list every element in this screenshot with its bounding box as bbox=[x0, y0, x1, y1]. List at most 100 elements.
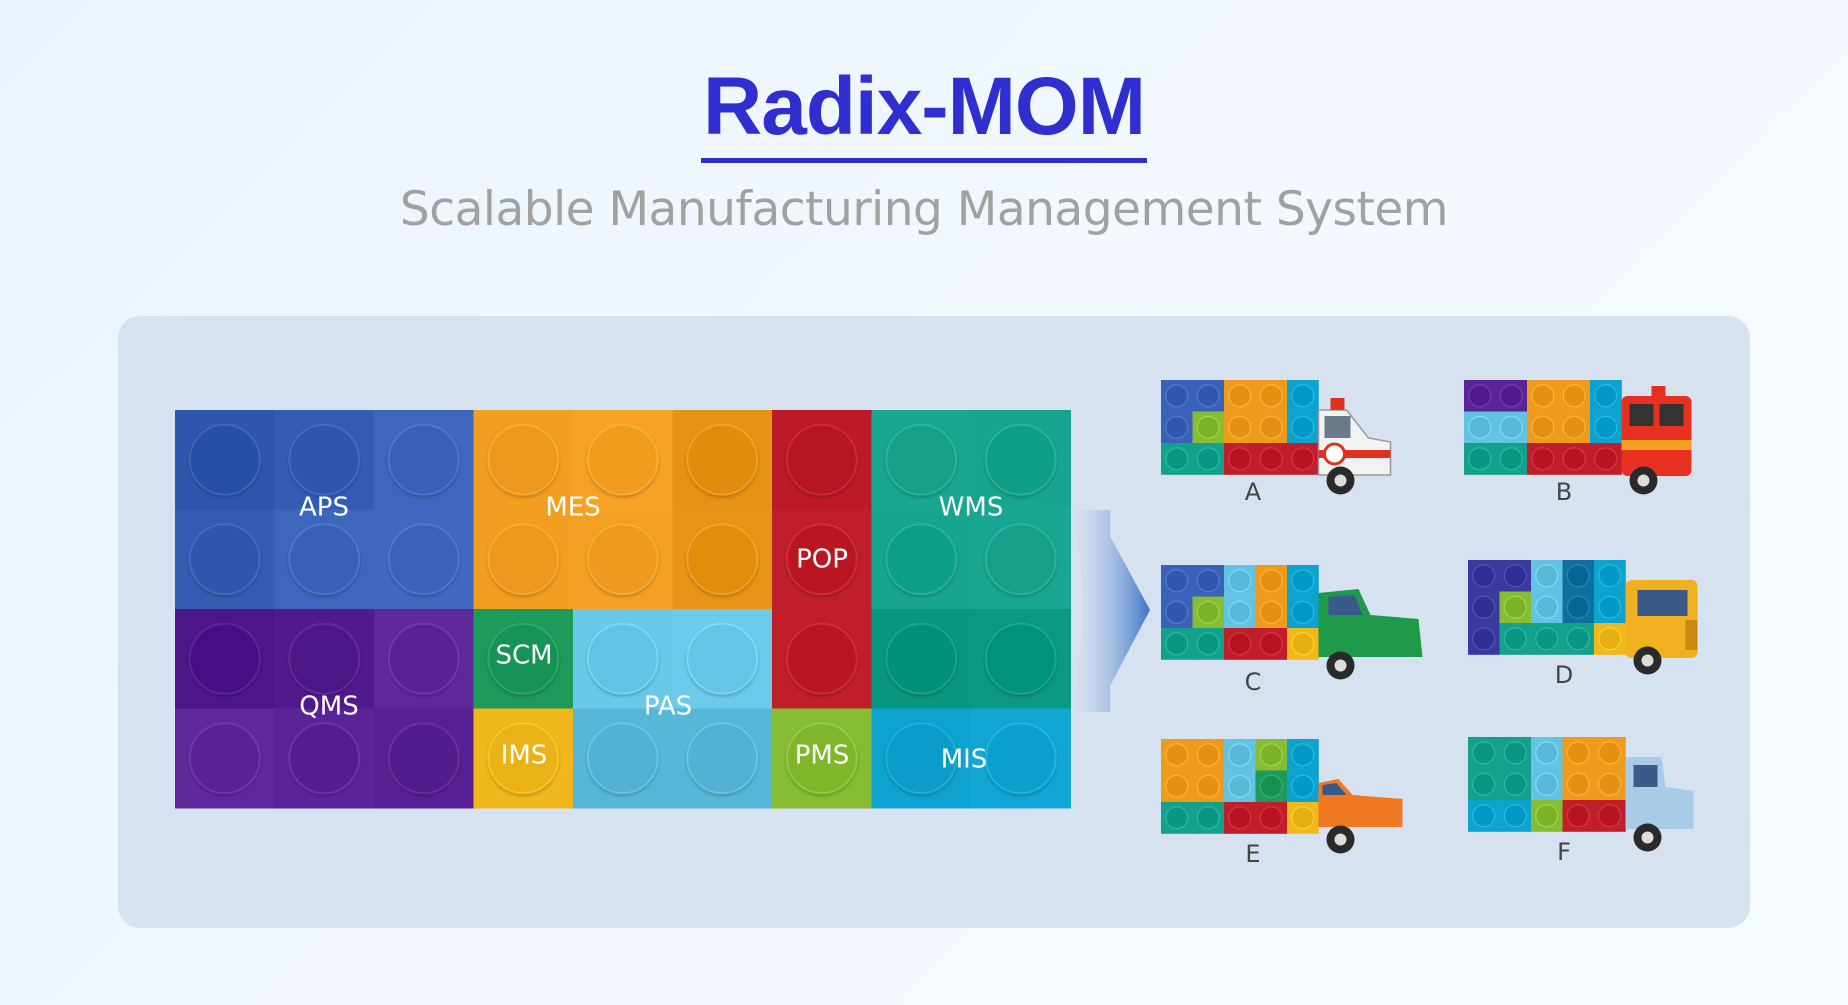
lego-stud-rim bbox=[885, 423, 958, 496]
vehicle-stud bbox=[1598, 804, 1622, 828]
vehicle-label: A bbox=[1245, 478, 1262, 506]
vehicle-stud bbox=[1472, 772, 1496, 796]
lego-stud bbox=[587, 723, 658, 794]
lego-stud-rim bbox=[785, 622, 858, 695]
vehicle-stud bbox=[1535, 772, 1559, 796]
lego-stud bbox=[786, 723, 857, 794]
vehicle-stud bbox=[1165, 600, 1189, 624]
hubcap-icon bbox=[1334, 474, 1347, 487]
title-block: Radix-MOM bbox=[0, 62, 1848, 163]
module-label-pop: POP bbox=[796, 545, 848, 575]
module-label-pms: PMS bbox=[795, 741, 850, 771]
vehicle-stud bbox=[1291, 743, 1315, 767]
lego-stud-rim bbox=[288, 523, 361, 596]
vehicle-stud bbox=[1594, 415, 1618, 439]
lego-stud bbox=[886, 623, 957, 694]
vehicle-stud bbox=[1196, 600, 1220, 624]
vehicle-stud bbox=[1228, 569, 1252, 593]
vehicle-stud bbox=[1535, 627, 1559, 651]
vehicle-stud bbox=[1259, 774, 1283, 798]
vehicle-stud bbox=[1598, 772, 1622, 796]
vehicle-label: D bbox=[1555, 661, 1573, 689]
lego-stud bbox=[587, 623, 658, 694]
lego-stud bbox=[189, 524, 260, 595]
vehicle-stud bbox=[1535, 564, 1559, 588]
vehicle-stud bbox=[1468, 415, 1492, 439]
vehicle-stud bbox=[1196, 774, 1220, 798]
page-subtitle: Scalable Manufacturing Management System bbox=[399, 182, 1449, 237]
vehicle-stud bbox=[1472, 627, 1496, 651]
page-title: Radix-MOM bbox=[701, 62, 1147, 163]
vehicle-stud bbox=[1291, 569, 1315, 593]
vehicle-stud bbox=[1503, 741, 1527, 765]
lego-stud bbox=[388, 723, 459, 794]
lego-stud-rim bbox=[586, 523, 659, 596]
vehicle-stud bbox=[1566, 741, 1590, 765]
lego-stud-rim bbox=[984, 622, 1057, 695]
cab-icon bbox=[1625, 580, 1698, 658]
lego-stud bbox=[985, 524, 1056, 595]
lego-stud-rim bbox=[586, 722, 659, 795]
lego-stud-rim bbox=[785, 722, 858, 795]
lego-stud-rim bbox=[387, 722, 460, 795]
lego-stud bbox=[388, 524, 459, 595]
vehicle-stud bbox=[1291, 447, 1315, 471]
lego-stud-rim bbox=[288, 622, 361, 695]
vehicle-stud bbox=[1562, 447, 1586, 471]
arrow-icon bbox=[1070, 510, 1150, 712]
vehicle-stud bbox=[1259, 632, 1283, 656]
cab-icon bbox=[1318, 589, 1423, 657]
vehicle-yellow-semi: D bbox=[1468, 560, 1698, 689]
lego-stud-rim bbox=[686, 423, 759, 496]
lego-stud bbox=[488, 424, 559, 495]
lego-stud-rim bbox=[785, 423, 858, 496]
lego-stud bbox=[289, 723, 360, 794]
lego-stud-rim bbox=[487, 423, 560, 496]
vehicle-stud bbox=[1228, 632, 1252, 656]
vehicle-stud bbox=[1535, 804, 1559, 828]
cab-icon bbox=[1625, 757, 1694, 829]
lego-stud-rim bbox=[387, 423, 460, 496]
vehicle-stud bbox=[1196, 569, 1220, 593]
cab-icon bbox=[1317, 398, 1392, 476]
vehicle-stud bbox=[1594, 447, 1618, 471]
lego-stud bbox=[886, 723, 957, 794]
module-label-mis: MIS bbox=[941, 745, 988, 775]
vehicle-stud bbox=[1165, 415, 1189, 439]
vehicle-stud bbox=[1165, 384, 1189, 408]
lego-stud bbox=[488, 723, 559, 794]
vehicle-stud bbox=[1259, 384, 1283, 408]
lego-stud-rim bbox=[686, 523, 759, 596]
vehicle-stud bbox=[1259, 600, 1283, 624]
lego-stud bbox=[289, 623, 360, 694]
lego-stud bbox=[189, 623, 260, 694]
vehicle-blue-truck: F bbox=[1468, 737, 1694, 866]
vehicle-stud bbox=[1291, 415, 1315, 439]
lego-stud-rim bbox=[984, 722, 1057, 795]
vehicle-label: E bbox=[1245, 840, 1260, 868]
lego-stud bbox=[687, 524, 758, 595]
vehicle-stud bbox=[1165, 632, 1189, 656]
lego-stud-rim bbox=[288, 722, 361, 795]
vehicle-stud bbox=[1499, 384, 1523, 408]
vehicle-stud bbox=[1165, 774, 1189, 798]
vehicle-stud bbox=[1472, 741, 1496, 765]
hubcap-icon bbox=[1641, 831, 1654, 844]
vehicle-stud bbox=[1165, 569, 1189, 593]
lego-stud-rim bbox=[586, 622, 659, 695]
vehicle-stud bbox=[1499, 447, 1523, 471]
vehicle-stud bbox=[1291, 806, 1315, 830]
vehicle-stud bbox=[1503, 772, 1527, 796]
lego-stud bbox=[985, 723, 1056, 794]
lego-stud bbox=[786, 524, 857, 595]
vehicle-stud bbox=[1535, 595, 1559, 619]
lego-stud-rim bbox=[288, 423, 361, 496]
lego-stud-rim bbox=[487, 622, 560, 695]
vehicle-stud bbox=[1228, 600, 1252, 624]
vehicle-stud bbox=[1165, 806, 1189, 830]
vehicle-stud bbox=[1196, 415, 1220, 439]
vehicle-stud bbox=[1531, 447, 1555, 471]
vehicle-stud bbox=[1291, 774, 1315, 798]
